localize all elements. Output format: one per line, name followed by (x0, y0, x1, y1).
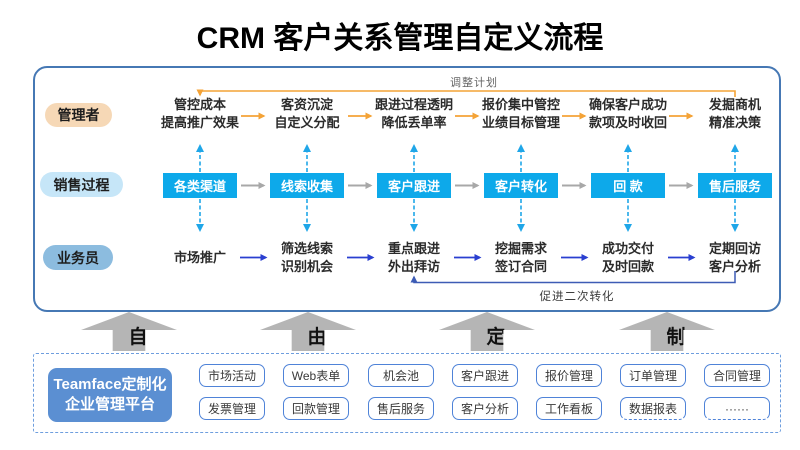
manager-step-6-line1: 发掘商机 (708, 97, 761, 112)
process-box-payment: 回 款 (591, 173, 665, 198)
worker-step-2-line2: 识别机会 (280, 259, 333, 274)
worker-step-2-line1: 筛选线索 (280, 241, 333, 256)
transition-arrow-2: 由 (260, 312, 356, 351)
manager-step-4-line2: 业绩目标管理 (481, 115, 560, 130)
module-aftersales-service: 售后服务 (368, 397, 434, 420)
manager-step-3-line2: 降低丢单率 (381, 115, 447, 130)
worker-step-3-line2: 外出拜访 (387, 259, 440, 274)
manager-step-6: 发掘商机 精准决策 (675, 96, 795, 132)
manager-step-3: 跟进过程透明 降低丢单率 (354, 96, 474, 132)
worker-step-6-line1: 定期回访 (708, 241, 761, 256)
worker-step-4-line2: 签订合同 (494, 259, 547, 274)
process-box-aftersales: 售后服务 (698, 173, 772, 198)
transition-letter-2: 由 (307, 327, 327, 348)
transition-letter-1: 自 (128, 327, 148, 348)
worker-step-4-line1: 挖掘需求 (494, 241, 547, 256)
module-data-report: 数据报表 (620, 397, 686, 420)
second-conversion-label: 促进二次转化 (539, 291, 615, 303)
row-label-worker: 业务员 (43, 245, 113, 270)
worker-step-5-line2: 及时回款 (601, 259, 654, 274)
module-customer-followup: 客户跟进 (452, 364, 518, 387)
manager-step-1-line1: 管控成本 (173, 97, 226, 112)
worker-step-6-line2: 客户分析 (708, 259, 761, 274)
transition-arrow-4: 制 (619, 312, 715, 351)
manager-step-4: 报价集中管控 业绩目标管理 (461, 96, 581, 132)
worker-step-1: 市场推广 (140, 240, 260, 276)
worker-step-5: 成功交付 及时回款 (568, 240, 688, 276)
page-title: CRM 客户关系管理自定义流程 (196, 22, 604, 55)
worker-step-2: 筛选线索 识别机会 (247, 240, 367, 276)
process-box-leads: 线索收集 (270, 173, 344, 198)
process-box-conversion: 客户转化 (484, 173, 558, 198)
module-more-ellipsis: ······ (704, 397, 770, 420)
manager-step-5: 确保客户成功 款项及时收回 (568, 96, 688, 132)
transition-arrow-3: 定 (439, 312, 535, 351)
manager-step-5-line1: 确保客户成功 (588, 97, 667, 112)
worker-step-6: 定期回访 客户分析 (675, 240, 795, 276)
platform-container (33, 353, 781, 433)
manager-step-3-line1: 跟进过程透明 (374, 97, 453, 112)
transition-arrow-1: 自 (81, 312, 177, 351)
platform-name-line1: Teamface定制化 (53, 376, 167, 393)
platform-name-line2: 企业管理平台 (64, 396, 155, 413)
module-contract-management: 合同管理 (704, 364, 770, 387)
module-quote-management: 报价管理 (536, 364, 602, 387)
manager-step-2: 客资沉淀 自定义分配 (247, 96, 367, 132)
process-box-followup: 客户跟进 (377, 173, 451, 198)
module-invoice-management: 发票管理 (199, 397, 265, 420)
manager-step-4-line1: 报价集中管控 (481, 97, 560, 112)
worker-step-3-line1: 重点跟进 (387, 241, 440, 256)
worker-step-4: 挖掘需求 签订合同 (461, 240, 581, 276)
module-market-activity: 市场活动 (199, 364, 265, 387)
manager-step-6-line2: 精准决策 (708, 115, 761, 130)
module-customer-analysis: 客户分析 (452, 397, 518, 420)
worker-step-1-line1: 市场推广 (173, 250, 226, 265)
manager-step-1: 管控成本 提高推广效果 (140, 96, 260, 132)
module-opportunity-pool: 机会池 (368, 364, 434, 387)
platform-name-box: Teamface定制化 企业管理平台 (48, 368, 172, 422)
manager-step-2-line1: 客资沉淀 (280, 97, 333, 112)
manager-step-1-line2: 提高推广效果 (160, 115, 239, 130)
process-box-channels: 各类渠道 (163, 173, 237, 198)
module-order-management: 订单管理 (620, 364, 686, 387)
adjust-plan-label: 调整计划 (450, 77, 498, 89)
row-label-sales: 销售过程 (40, 172, 123, 197)
worker-step-3: 重点跟进 外出拜访 (354, 240, 474, 276)
manager-step-5-line2: 款项及时收回 (588, 115, 667, 130)
worker-step-5-line1: 成功交付 (601, 241, 654, 256)
row-label-manager: 管理者 (45, 103, 112, 127)
module-web-form: Web表单 (283, 364, 349, 387)
manager-step-2-line2: 自定义分配 (274, 115, 340, 130)
transition-letter-3: 定 (486, 327, 506, 348)
module-work-dashboard: 工作看板 (536, 397, 602, 420)
module-payment-management: 回款管理 (283, 397, 349, 420)
transition-letter-4: 制 (666, 327, 686, 348)
